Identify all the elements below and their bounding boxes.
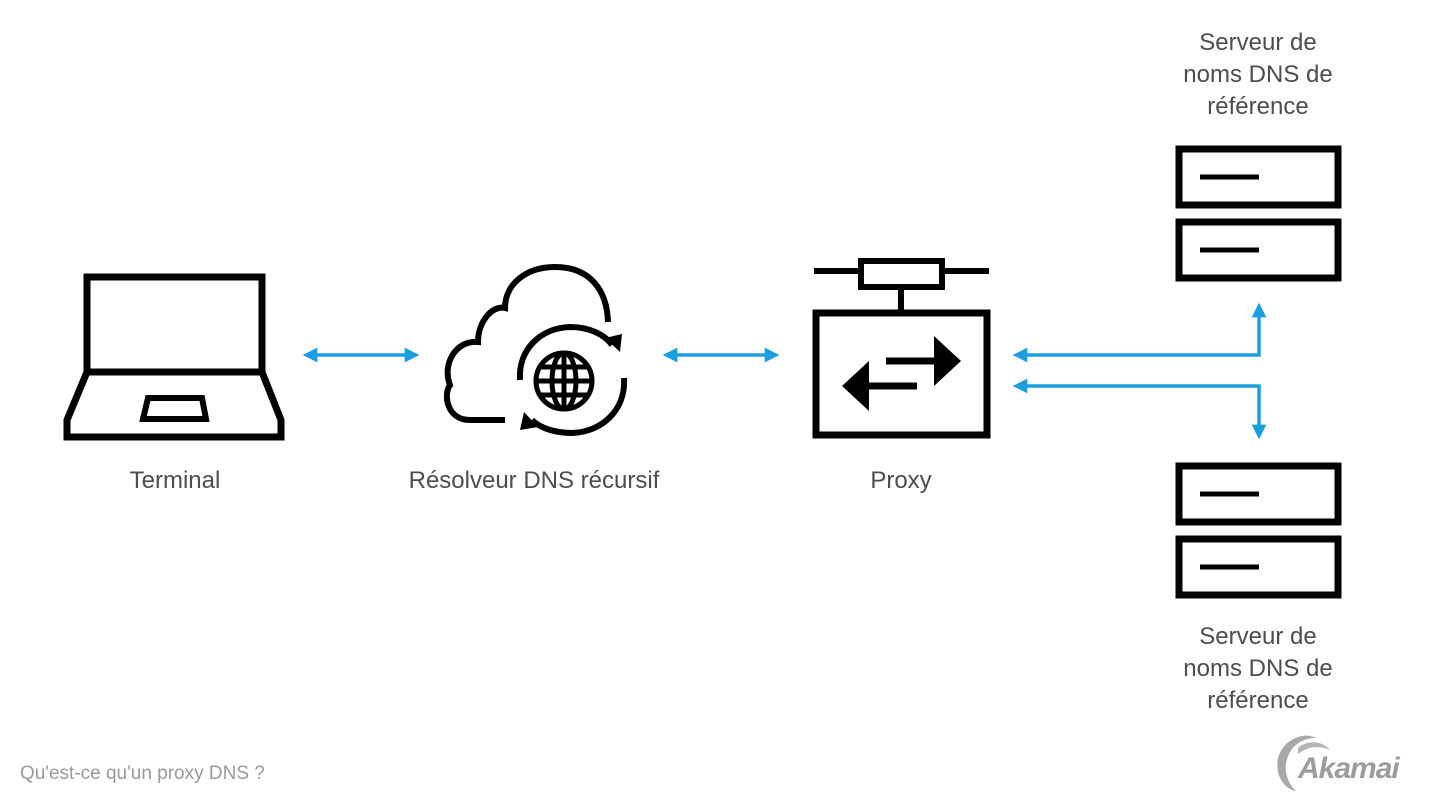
node-label-auth-bottom: Serveur de noms DNS de référence — [1148, 621, 1368, 717]
node-label-terminal: Terminal — [129, 467, 221, 494]
label-line: noms DNS de — [1183, 61, 1333, 88]
sync-arrow-head-bottom-icon — [520, 412, 538, 430]
server-icon-bottom — [1175, 462, 1342, 599]
node-label-proxy: Proxy — [870, 467, 932, 494]
node-label-auth-top: Serveur de noms DNS de référence — [1148, 27, 1368, 123]
diagram-caption: Qu'est-ce qu'un proxy DNS ? — [20, 763, 265, 784]
proxy-icon — [812, 258, 991, 439]
arrow-proxy-auth-bottom — [1012, 378, 1267, 440]
akamai-logo-icon — [1277, 735, 1330, 791]
sync-arrow-head-top-icon — [605, 334, 622, 352]
label-line: noms DNS de — [1183, 655, 1333, 682]
label-line: Serveur de — [1199, 623, 1317, 650]
akamai-logo-text: Akamai — [1298, 752, 1400, 785]
arrow-auth-top-proxy — [1012, 302, 1267, 363]
cloud-globe-sync-icon — [443, 263, 628, 437]
label-line: référence — [1207, 93, 1309, 120]
laptop-icon — [63, 273, 285, 441]
label-line: référence — [1207, 687, 1309, 714]
node-label-resolver: Résolveur DNS récursif — [408, 467, 660, 494]
server-icon-top — [1175, 145, 1342, 282]
label-line: Serveur de — [1199, 29, 1317, 56]
